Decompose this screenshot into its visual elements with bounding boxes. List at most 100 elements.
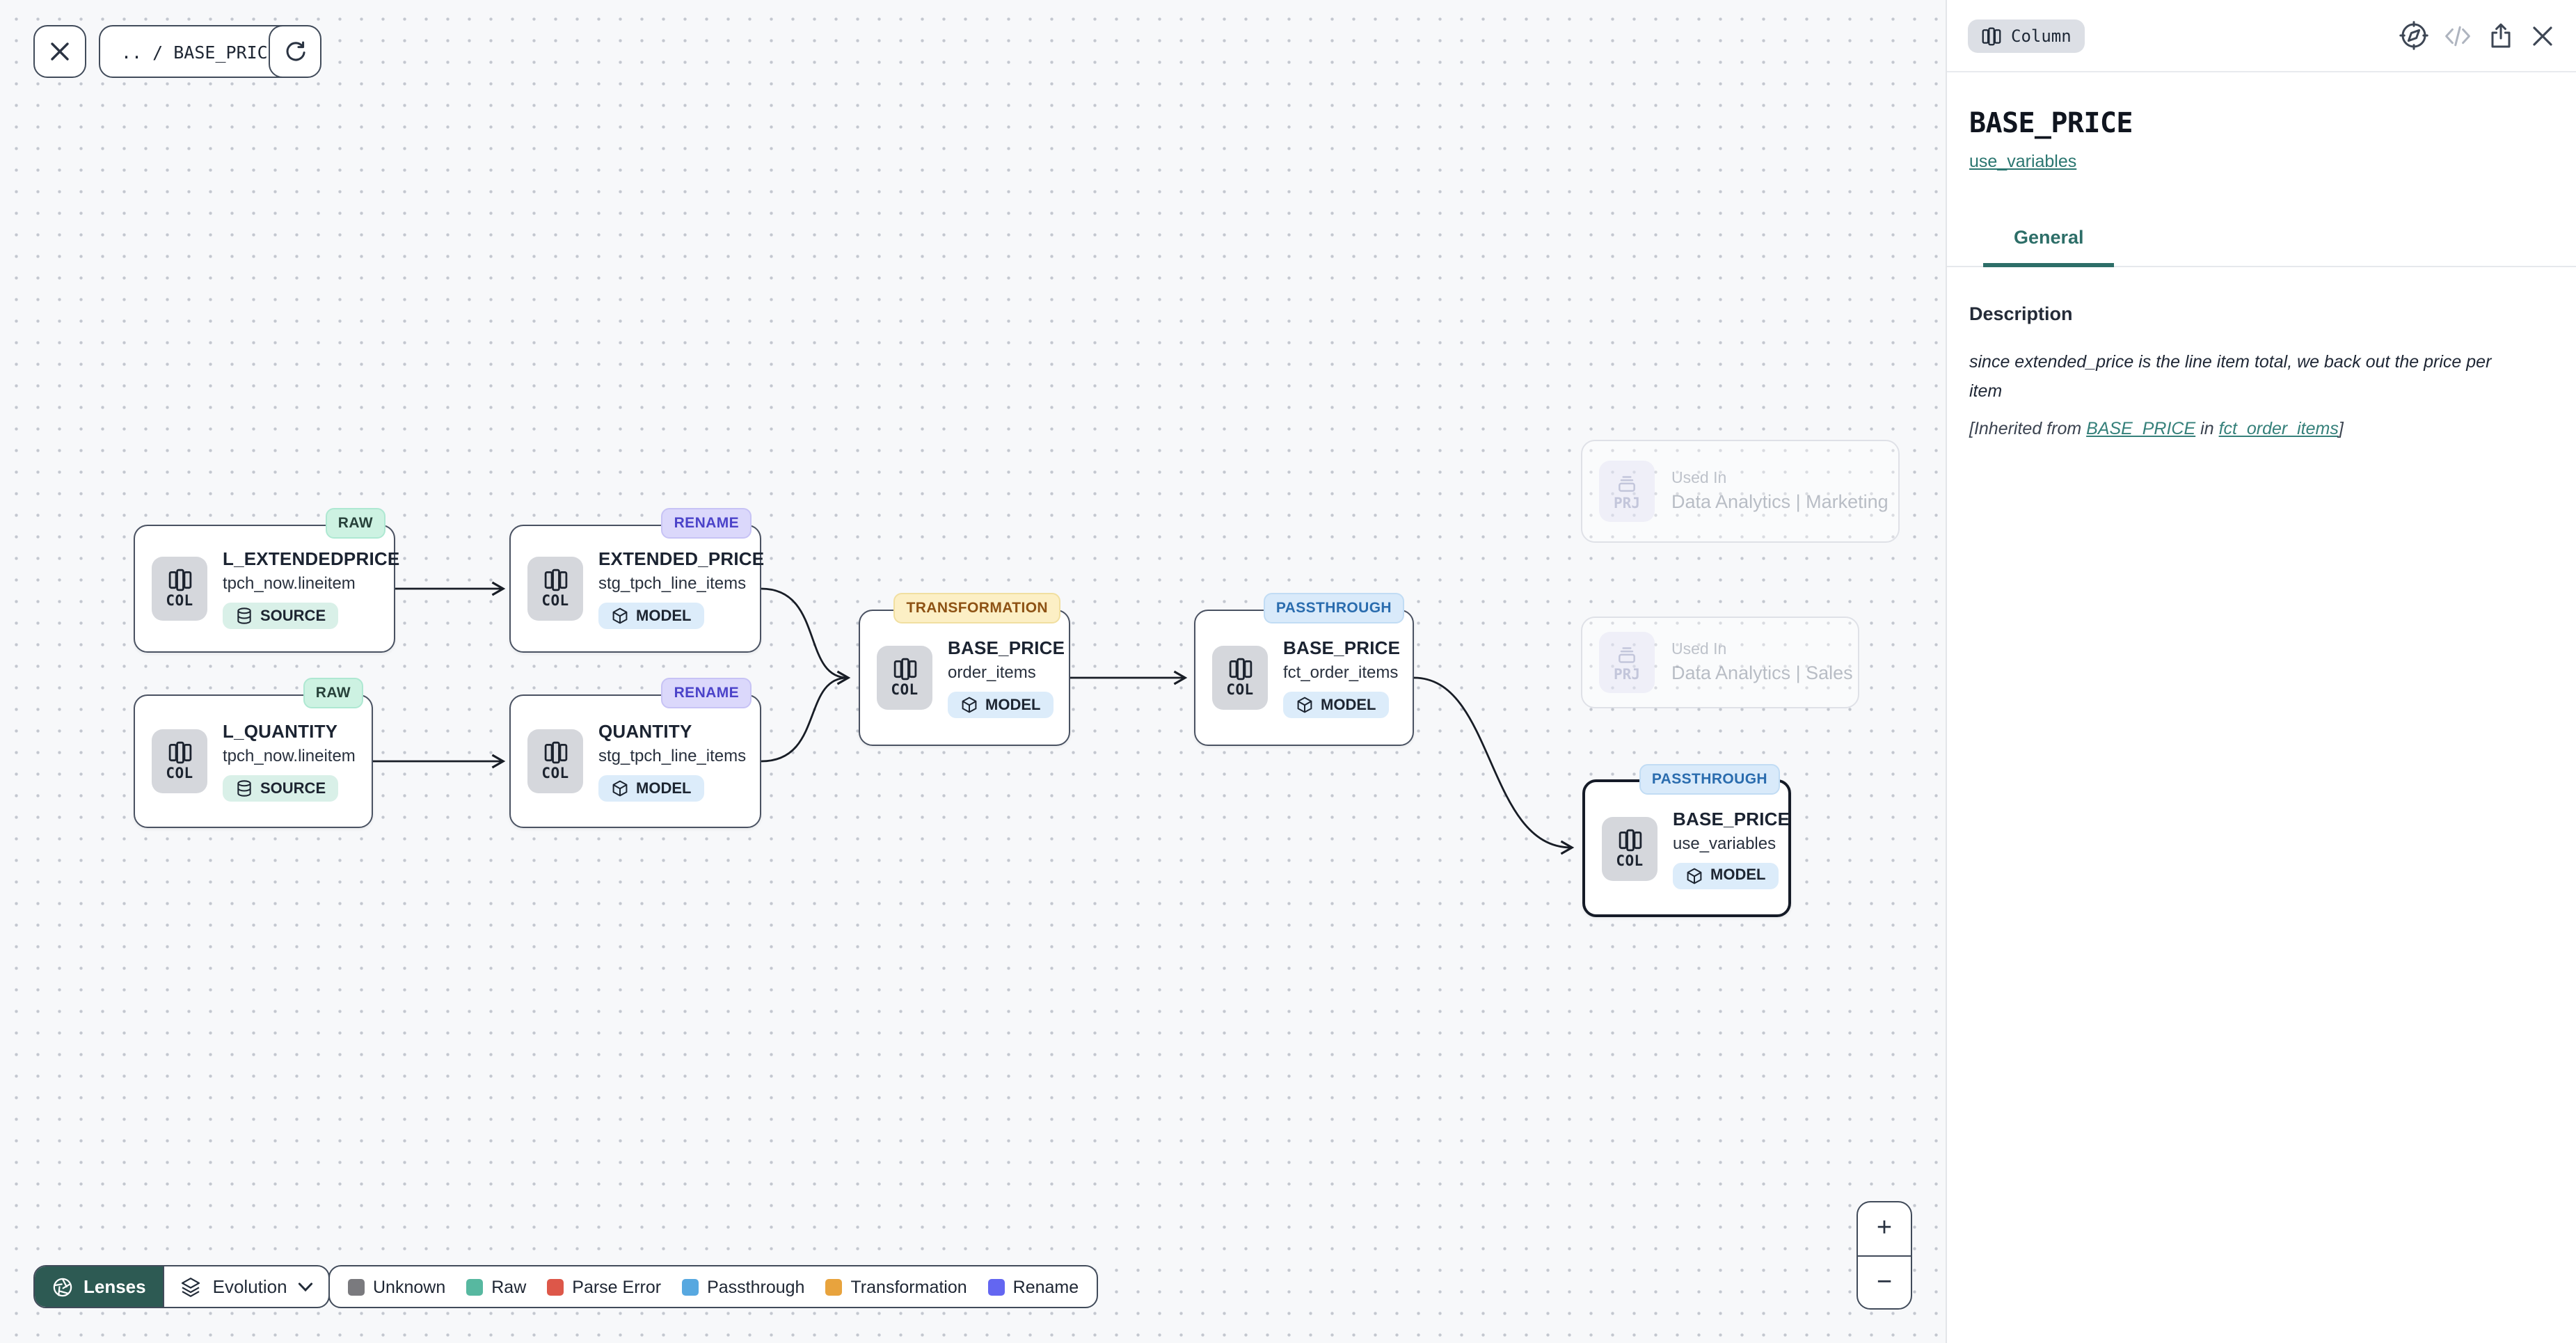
node-title: EXTENDED_PRICE [598,548,765,569]
compass-icon [2399,21,2428,50]
description-heading: Description [1969,303,2073,324]
lineage-node-extended-price[interactable]: RENAME COL EXTENDED_PRICE stg_tpch_line_… [509,508,765,653]
lenses-button[interactable]: Lenses [35,1266,163,1307]
lineage-node-quantity[interactable]: RENAME COL QUANTITY stg_tpch_line_items … [509,678,761,828]
columns-icon [1228,658,1252,681]
lineage-node-base-price-order-items[interactable]: TRANSFORMATION COL BASE_PRICE order_item… [859,593,1070,746]
columns-icon [1618,828,1641,851]
legend-item: Transformation [825,1277,967,1296]
column-type-icon: COL [152,729,207,793]
zoom-controls: + − [1857,1201,1912,1310]
close-lineage-button[interactable] [33,25,86,78]
database-icon [237,780,251,797]
inherited-model-link[interactable]: fct_order_items [2218,419,2339,439]
lineage-node-base-price-fct-order-items[interactable]: PASSTHROUGH COL BASE_PRICE fct_order_ite… [1194,593,1414,746]
cube-icon [1687,867,1702,884]
project-stack-icon [1619,475,1635,491]
column-type-icon: COL [527,729,583,793]
node-title: L_QUANTITY [223,721,338,742]
used-in-name: Data Analytics | Marketing [1671,491,1889,512]
legend-item: Unknown [348,1277,445,1296]
zoom-out-button[interactable]: − [1858,1255,1911,1308]
cube-icon [1297,697,1312,713]
node-model: stg_tpch_line_items [598,746,747,765]
refresh-icon [285,40,305,61]
breadcrumb[interactable]: .. / BASE_PRICE [99,25,301,78]
column-type-icon: COL [152,557,207,621]
legend-swatch [825,1278,843,1295]
used-in-card-sales[interactable]: PRJ Used In Data Analytics | Sales [1581,617,1859,708]
node-model: tpch_now.lineitem [223,573,356,593]
node-model: fct_order_items [1283,662,1399,682]
close-icon [51,42,69,61]
column-type-icon: COL [527,557,583,621]
aperture-icon [53,1277,72,1296]
node-model: tpch_now.lineitem [223,746,356,765]
node-title: L_EXTENDEDPRICE [223,548,400,569]
edge-type-badge: RENAME [661,508,752,539]
lens-mode-label: Evolution [212,1276,287,1297]
project-type-icon: PRJ [1599,632,1655,693]
database-icon [237,607,251,624]
edge-type-badge: RENAME [661,678,752,709]
entity-type-chip: Column [1968,19,2085,52]
legend-swatch [547,1278,564,1295]
node-model: order_items [948,662,1036,682]
explore-button[interactable] [2399,21,2428,50]
inherited-column-link[interactable]: BASE_PRICE [2086,419,2196,439]
inherited-note: [Inherited from BASE_PRICE in fct_order_… [1969,419,2344,439]
tab-general[interactable]: General [1983,218,2115,267]
column-type-icon: COL [877,646,932,710]
lens-mode-dropdown[interactable]: Evolution [162,1266,329,1307]
panel-title: BASE_PRICE [1969,106,2133,139]
columns-icon [543,569,567,591]
zoom-in-button[interactable]: + [1876,1214,1893,1243]
columns-icon [543,741,567,764]
columns-icon [168,569,191,591]
legend-swatch [682,1278,699,1295]
legend-swatch [348,1278,365,1295]
share-button[interactable] [2487,22,2515,49]
legend-swatch [987,1278,1005,1295]
project-type-icon: PRJ [1599,461,1655,522]
close-panel-button[interactable] [2530,23,2555,48]
edge-type-badge: RAW [303,678,363,709]
node-model: use_variables [1673,833,1776,852]
edge-type-badge: PASSTHROUGH [1263,593,1404,624]
used-in-label: Used In [1671,642,1727,658]
code-icon [2445,25,2470,46]
edge-type-badge: RAW [325,508,385,539]
view-code-button[interactable] [2444,22,2472,49]
cube-icon [612,607,628,624]
lineage-node-base-price-use-variables-selected[interactable]: PASSTHROUGH COL BASE_PRICE use_variables… [1582,764,1791,917]
used-in-card-marketing[interactable]: PRJ Used In Data Analytics | Marketing [1581,440,1900,543]
lineage-node-l-quantity[interactable]: RAW COL L_QUANTITY tpch_now.lineitem SOU… [134,678,373,828]
legend-item: Raw [466,1277,526,1296]
edge-type-legend: Unknown Raw Parse Error Passthrough Tran… [328,1265,1099,1308]
legend-item: Parse Error [547,1277,661,1296]
node-kind-badge: MODEL [1283,692,1389,718]
columns-icon [168,741,191,764]
model-link[interactable]: use_variables [1969,152,2077,171]
legend-item: Passthrough [682,1277,804,1296]
lineage-node-l-extendedprice[interactable]: RAW COL L_EXTENDEDPRICE tpch_now.lineite… [134,508,399,653]
used-in-name: Data Analytics | Sales [1671,662,1853,683]
share-icon [2491,22,2511,47]
node-model: stg_tpch_line_items [598,573,747,593]
node-kind-badge: MODEL [948,692,1054,718]
node-kind-badge: SOURCE [223,603,339,629]
project-stack-icon [1619,646,1635,662]
edge-type-badge: PASSTHROUGH [1639,764,1780,795]
column-type-icon: COL [1602,816,1657,880]
lineage-canvas[interactable]: .. / BASE_PRICE RAW COL L_EXTENDEDPRICE … [0,0,1946,1343]
legend-item: Rename [987,1277,1079,1296]
used-in-label: Used In [1671,470,1727,487]
node-kind-badge: MODEL [1673,862,1779,889]
lenses-control: Lenses Evolution [33,1265,331,1308]
breadcrumb-label: .. / BASE_PRICE [121,41,278,62]
refresh-button[interactable] [269,25,321,78]
node-title: BASE_PRICE [1283,637,1401,658]
panel-tabs: General [1947,218,2576,267]
node-title: QUANTITY [598,721,692,742]
